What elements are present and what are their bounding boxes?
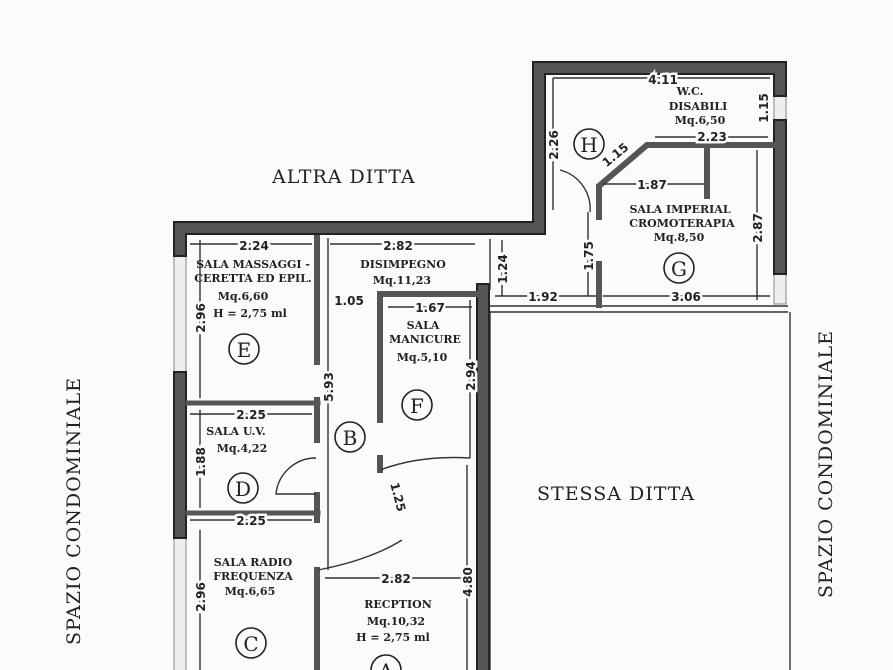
room-f-name-1: SALA: [407, 319, 440, 332]
dim-a-height: 4.80: [461, 567, 475, 597]
dim-h-inner: 2.23: [697, 130, 727, 144]
interior-walls: [185, 142, 775, 670]
dim-g-inner: 1.87: [637, 178, 667, 192]
label-stessa-ditta: STESSA DITTA: [537, 483, 695, 505]
dim-d-width-bottom: 2.25: [236, 514, 266, 528]
room-b-marker: [334, 421, 366, 453]
room-g-name-2: CROMOTERAPIA: [629, 217, 735, 230]
dim-corr-width: 1.92: [528, 290, 558, 304]
room-a-name: RECPTION: [364, 598, 432, 611]
room-c-marker: [235, 627, 267, 659]
room-e-height: H = 2,75 ml: [213, 307, 287, 320]
room-d-name: SALA U.V.: [206, 425, 265, 438]
room-e-name-2: CERETTA ED EPIL.: [194, 272, 312, 285]
dim-d-height: 1.88: [194, 447, 208, 477]
dim-b-offset: 1.05: [334, 294, 364, 308]
room-h-marker: [573, 128, 605, 160]
window-left-c: [173, 531, 187, 670]
dim-b-width: 2.82: [383, 239, 413, 253]
dim-d-width-top: 2.25: [236, 408, 266, 422]
dim-e-height: 2.96: [194, 303, 208, 333]
room-c-letter: C: [243, 632, 258, 656]
dim-g-width: 3.06: [671, 290, 701, 304]
label-spazio-condominiale-right: SPAZIO CONDOMINIALE: [815, 330, 837, 598]
room-a-height: H = 2,75 ml: [356, 631, 430, 644]
room-f-marker: [401, 389, 433, 421]
room-a-letter: A: [378, 659, 394, 670]
dim-h-window: 1.15: [757, 93, 771, 123]
room-g-area: Mq.8,50: [654, 231, 705, 244]
dim-c-height: 2.96: [194, 582, 208, 612]
room-e-marker: [228, 333, 260, 365]
room-a-marker: [370, 654, 402, 670]
room-d-letter: D: [235, 477, 251, 501]
dim-h-height: 2.26: [547, 130, 561, 160]
room-h-letter: H: [580, 133, 597, 157]
room-g-name-1: SALA IMPERIAL: [629, 203, 730, 216]
room-h-area: Mq.6,50: [675, 114, 726, 127]
room-e-letter: E: [237, 338, 252, 362]
dim-b-length: 5.93: [322, 372, 336, 402]
label-spazio-condominiale-left: SPAZIO CONDOMINIALE: [63, 377, 85, 645]
dim-e-width: 2.24: [239, 239, 269, 253]
room-f-area: Mq.5,10: [397, 351, 448, 364]
dim-corr-door: 1.75: [582, 241, 596, 271]
room-e-name-1: SALA MASSAGGI -: [196, 258, 310, 271]
room-b-letter: B: [343, 426, 358, 450]
room-h-name-1: W.C.: [676, 85, 704, 98]
room-f-name-2: MANICURE: [389, 333, 461, 346]
room-g-marker: [663, 252, 695, 284]
room-b-area: Mq.11,23: [373, 274, 431, 287]
window-left-e: [173, 249, 187, 379]
label-altra-ditta: ALTRA DITTA: [271, 166, 416, 188]
room-b-name: DISIMPEGNO: [360, 258, 446, 271]
dimension-lines: [190, 77, 770, 670]
dim-h-width: 4.11: [648, 73, 678, 87]
outer-walls: [173, 61, 791, 670]
dim-door: 1.25: [387, 481, 408, 513]
dim-corr-height: 1.24: [496, 254, 510, 284]
doors: [275, 169, 591, 571]
room-g-letter: G: [671, 257, 687, 281]
room-c-name-1: SALA RADIO: [214, 556, 293, 569]
room-d-area: Mq.4,22: [217, 442, 268, 455]
room-f-letter: F: [410, 394, 424, 418]
dim-g-height: 2.87: [751, 213, 765, 243]
room-h-name-2: DISABILI: [669, 100, 728, 113]
room-a-area: Mq.10,32: [367, 615, 425, 628]
dim-f-width: 1.67: [415, 301, 445, 315]
room-c-name-2: FREQUENZA: [213, 570, 293, 583]
room-c-area: Mq.6,65: [225, 585, 276, 598]
dim-a-width: 2.82: [381, 572, 411, 586]
dim-f-height: 2.94: [464, 361, 478, 391]
room-d-marker: [227, 472, 259, 504]
room-e-area: Mq.6,60: [218, 290, 269, 303]
